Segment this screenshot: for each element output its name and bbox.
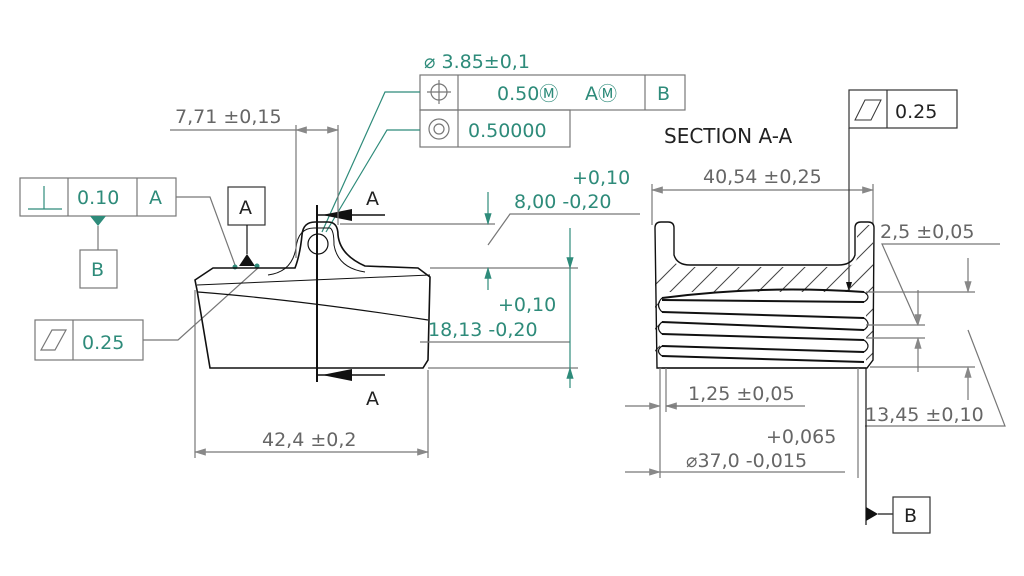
dim-370-plus: +0,065 <box>766 426 836 448</box>
dimension-370: +0,065 ⌀37,0 -0,015 <box>625 368 859 478</box>
hole-diameter-label: ⌀ 3.85±0,1 <box>424 51 530 73</box>
flatness-frame-right: 0.25 <box>846 89 958 292</box>
datum-b-label: B <box>904 505 917 527</box>
section-marker-top: A <box>366 188 379 210</box>
dimension-1813: +0,10 18,13 -0,20 <box>420 228 578 388</box>
flatness-icon <box>39 329 68 351</box>
position-icon <box>427 80 451 104</box>
flatness-icon <box>854 99 882 121</box>
datum-a-label: A <box>239 197 252 219</box>
dim-370-text: ⌀37,0 -0,015 <box>686 450 807 472</box>
dim-125-text: 1,25 ±0,05 <box>688 383 795 405</box>
dim-4054-text: 40,54 ±0,25 <box>703 166 822 188</box>
dimension-771: 7,71 ±0,15 <box>170 106 340 258</box>
flatness-frame-left: 0.25 <box>34 267 259 361</box>
datum-b-label-left: B <box>91 259 104 281</box>
section-arrow-bottom <box>322 369 352 381</box>
hole-callout: ⌀ 3.85±0,1 0.50Ⓜ AⓂ B 0.50000 <box>321 51 686 233</box>
dim-1813-text: 18,13 -0,20 <box>428 319 538 341</box>
dimension-25: 2,5 ±0,05 <box>866 221 1000 372</box>
position-datum-b: B <box>657 83 670 105</box>
dim-1813-plus: +0,10 <box>498 294 556 316</box>
dim-800-text: 8,00 -0,20 <box>514 191 612 213</box>
dimension-800: +0,10 8,00 -0,20 <box>340 167 640 290</box>
dim-800-plus: +0,10 <box>572 167 630 189</box>
perpendicularity-tolerance: 0.10 <box>77 187 119 209</box>
datum-triangle-icon <box>90 216 106 226</box>
flatness-right-tolerance: 0.25 <box>895 101 937 123</box>
dim-25-text: 2,5 ±0,05 <box>880 221 974 243</box>
datum-a-symbol: A <box>227 186 266 270</box>
dimension-1345: 13,45 ±0,10 <box>865 258 1006 427</box>
perpendicularity-datum: A <box>149 187 162 209</box>
section-title: SECTION A-A <box>664 124 792 148</box>
position-tolerance: 0.50Ⓜ <box>497 83 558 105</box>
concentricity-tolerance: 0.50000 <box>468 120 547 142</box>
dimension-424: 42,4 ±0,2 <box>193 290 430 458</box>
section-arrow-top <box>322 209 352 221</box>
flatness-left-tolerance: 0.25 <box>82 332 124 354</box>
dim-424-text: 42,4 ±0,2 <box>262 429 356 451</box>
concentricity-icon <box>428 118 450 140</box>
dim-771-text: 7,71 ±0,15 <box>175 106 282 128</box>
perpendicularity-frame: 0.10 A B <box>19 177 236 289</box>
position-datum-a: AⓂ <box>585 83 617 105</box>
dimension-125: 1,25 ±0,05 <box>625 368 805 478</box>
dimension-4054: 40,54 ±0,25 <box>650 166 875 225</box>
part-front-view: A A <box>194 188 431 410</box>
section-marker-bottom: A <box>366 388 379 410</box>
dim-1345-text: 13,45 ±0,10 <box>865 404 984 426</box>
perpendicularity-icon <box>28 186 62 210</box>
datum-b-symbol: B <box>865 368 931 534</box>
